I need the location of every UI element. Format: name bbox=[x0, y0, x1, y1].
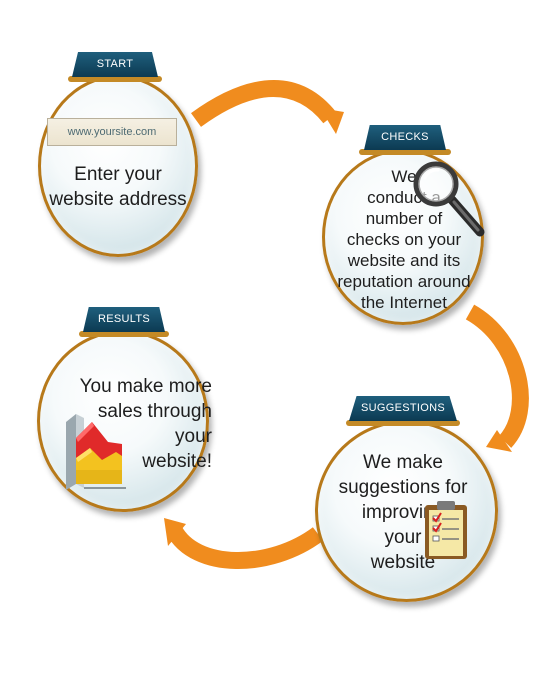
arrow-start-to-checks bbox=[191, 80, 344, 134]
arrow-suggestions-to-results bbox=[164, 518, 324, 569]
process-flow-diagram: START www.yoursite.com Enter your websit… bbox=[37, 52, 529, 602]
